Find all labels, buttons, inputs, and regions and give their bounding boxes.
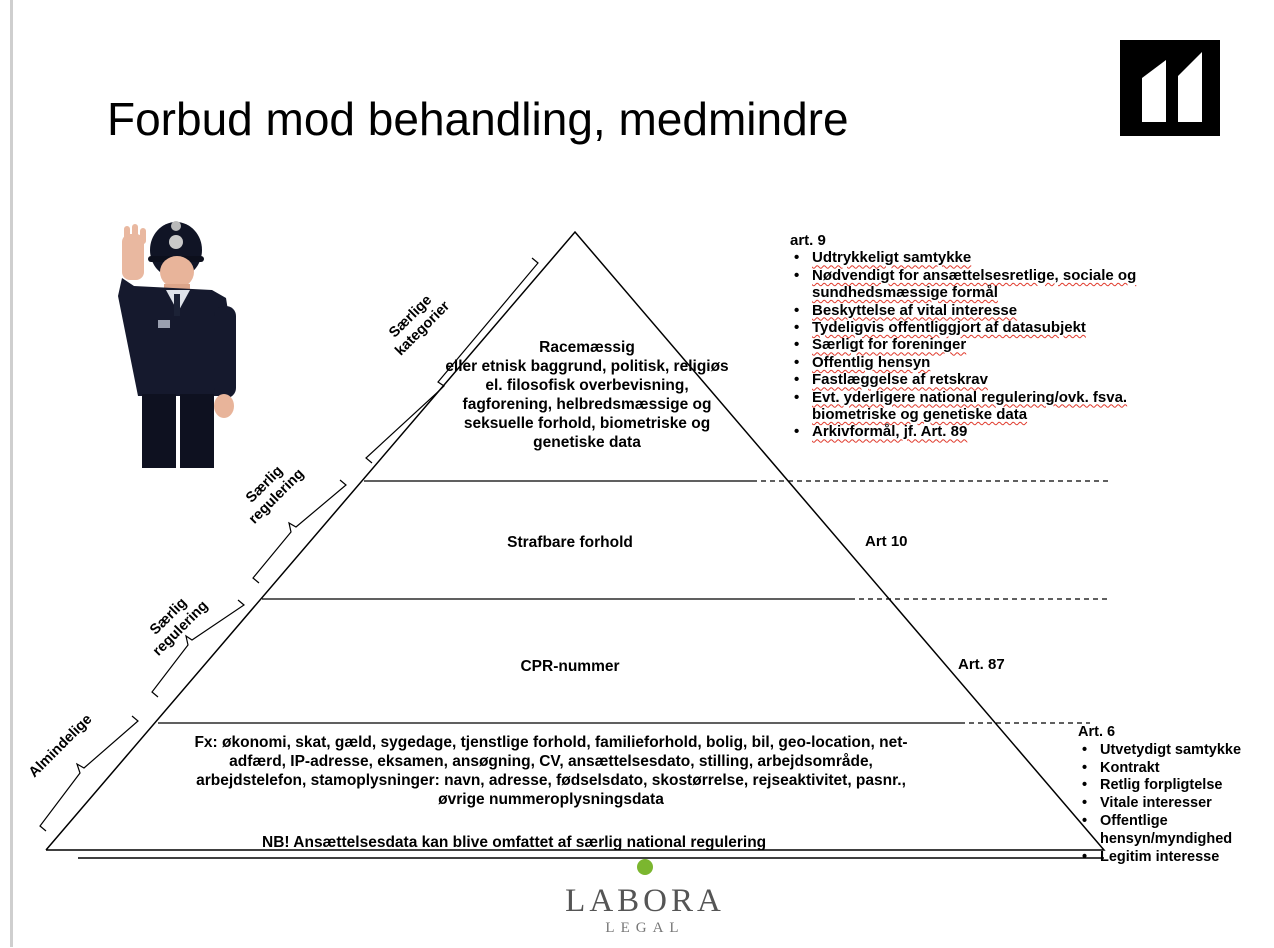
tier-general-text: Fx: økonomi, skat, gæld, sygedage, tjens… — [194, 734, 908, 808]
art6-block: Art. 6 Utvetydigt samtykke Kontrakt Retl… — [1078, 724, 1270, 866]
art9-item: Evt. yderligere national regulering/ovk.… — [790, 389, 1172, 424]
art6-item: Legitim interesse — [1078, 849, 1270, 867]
house-outline-logo-icon — [1120, 40, 1220, 136]
art6-heading: Art. 6 — [1078, 724, 1116, 740]
page-title: Forbud mod behandling, medmindre — [107, 93, 849, 145]
tier-criminal-text: Strafbare forhold — [507, 534, 633, 551]
brand-name: LABORA — [565, 883, 725, 919]
bracket-saerlige-kategorier — [365, 257, 539, 464]
art9-item: Tydeligvis offentliggjort af datasubjekt — [790, 319, 1220, 337]
national-regulation-note: NB! Ansættelsesdata kan blive omfattet a… — [262, 834, 767, 851]
pyramid-outline — [45, 230, 1106, 851]
tier-cpr-text: CPR-nummer — [520, 658, 620, 675]
bracket-almindelige — [39, 715, 139, 832]
leaf-icon — [637, 859, 653, 875]
art9-block: art. 9 Udtrykkeligt samtykke Nødvendigt … — [790, 232, 1220, 441]
art87-label: Art. 87 — [958, 656, 1005, 673]
police-officer-image — [118, 221, 236, 468]
brand-sub: LEGAL — [605, 920, 685, 936]
art6-item: Retlig forpligtelse — [1078, 777, 1270, 795]
art10-label: Art 10 — [865, 533, 908, 550]
left-border — [10, 0, 13, 947]
art6-item: Vitale interesser — [1078, 795, 1270, 813]
art9-heading: art. 9 — [790, 232, 826, 249]
bracket-saerlig-regulering-1 — [252, 479, 347, 584]
art6-item: Kontrakt — [1078, 760, 1270, 778]
labora-legal-logo: LABORA LEGAL — [560, 858, 730, 948]
art9-item: Fastlæggelse af retskrav — [790, 371, 1220, 389]
bracket-saerlig-regulering-2 — [151, 599, 245, 698]
art6-item: Offentlige hensyn/myndighed — [1078, 813, 1260, 849]
tier-special-categories-text: Racemæssig eller etnisk baggrund, politi… — [445, 339, 729, 451]
art6-item: Utvetydigt samtykke — [1078, 742, 1270, 760]
art9-item: Offentlig hensyn — [790, 354, 1220, 372]
art9-item: Nødvendigt for ansættelsesretlige, socia… — [790, 267, 1220, 302]
art9-item: Beskyttelse af vital interesse — [790, 302, 1220, 320]
art9-item: Arkivformål, jf. Art. 89 — [790, 423, 1220, 441]
art9-item: Særligt for foreninger — [790, 336, 1220, 354]
art9-item: Udtrykkeligt samtykke — [790, 249, 1220, 267]
